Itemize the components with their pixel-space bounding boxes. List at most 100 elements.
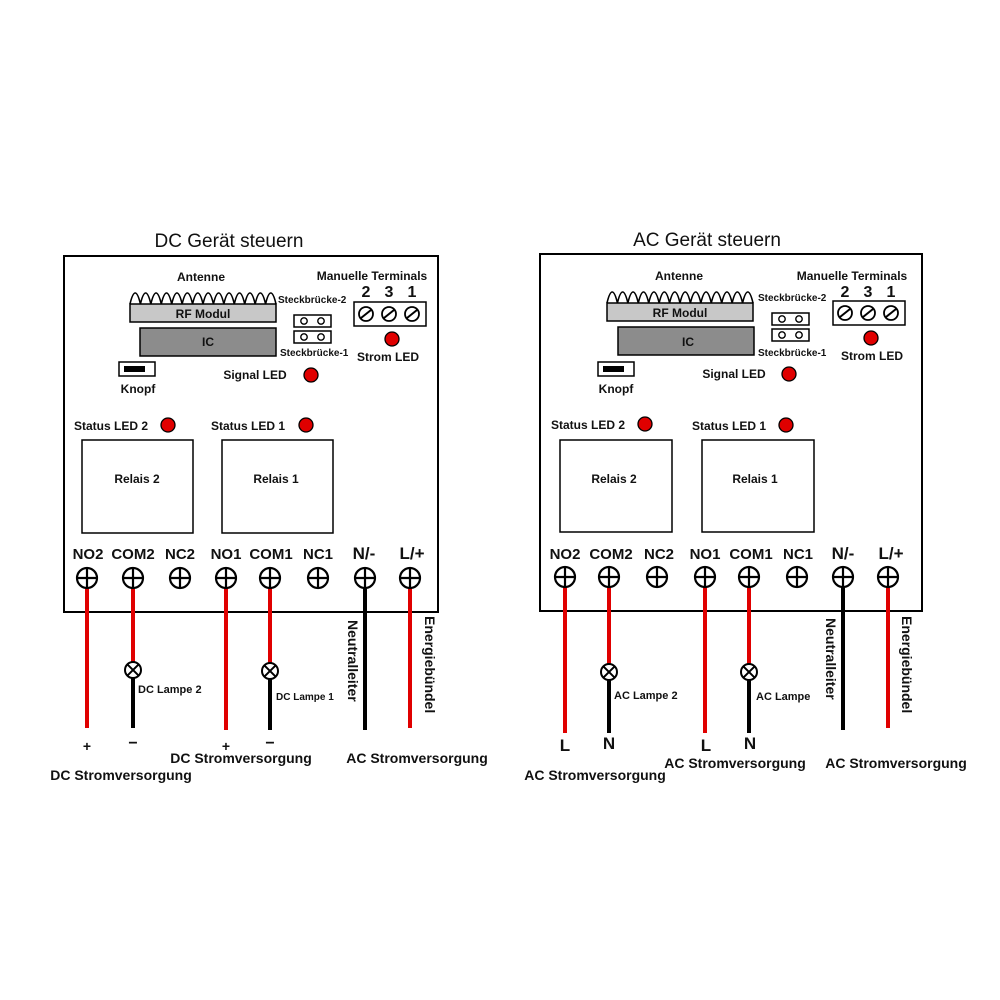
status-led1-icon (778, 417, 794, 433)
lamp1-label: DC Lampe 1 (276, 692, 334, 703)
terminal-number-2: 2 (841, 284, 850, 301)
terminal-label-l: L/+ (399, 544, 424, 563)
signal-led-icon (303, 367, 319, 383)
terminal-label-no2: NO2 (73, 546, 104, 563)
screw-terminal-icon[interactable] (214, 566, 238, 590)
screw-terminal-icon[interactable] (553, 565, 577, 589)
manual-screw-icon[interactable] (381, 306, 397, 322)
screw-terminal-icon[interactable] (306, 566, 330, 590)
lamp1-icon (740, 663, 758, 681)
ic-chip (139, 327, 277, 357)
manual-screw-icon[interactable] (883, 305, 899, 321)
lamp1-icon (261, 662, 279, 680)
terminal-label-com1: COM1 (249, 546, 292, 563)
screw-terminal-icon[interactable] (75, 566, 99, 590)
jumper2-label: Steckbrücke-2 (278, 295, 347, 306)
jumper1-icon[interactable] (771, 328, 810, 342)
screw-terminal-icon[interactable] (693, 565, 717, 589)
screw-terminal-icon[interactable] (876, 565, 900, 589)
screw-terminal-icon[interactable] (121, 566, 145, 590)
panel-title: DC Gerät steuern (155, 231, 304, 252)
terminal-label-no1: NO1 (690, 546, 721, 563)
ic-chip (617, 326, 755, 356)
terminal-label-com2: COM2 (111, 546, 154, 563)
relay1 (701, 439, 815, 533)
antenna-label: Antenne (655, 269, 703, 283)
relay2-label: Relais 2 (114, 472, 160, 486)
status-led2-label: Status LED 2 (74, 419, 148, 433)
jumper1-icon[interactable] (293, 330, 332, 344)
screw-terminal-icon[interactable] (645, 565, 669, 589)
antenna-label: Antenne (177, 270, 225, 284)
supply-label-mid: AC Stromversorgung (664, 755, 806, 771)
terminal-number-1: 1 (887, 284, 896, 301)
manual-terminals-label: Manuelle Terminals (317, 269, 428, 283)
manual-screw-icon[interactable] (837, 305, 853, 321)
button-icon[interactable] (597, 361, 635, 377)
supply-label-mid: DC Stromversorgung (170, 750, 312, 766)
rf-module (606, 302, 754, 322)
jumper2-icon[interactable] (293, 314, 332, 328)
manual-screw-icon[interactable] (860, 305, 876, 321)
jumper2-icon[interactable] (771, 312, 810, 326)
terminal-label-no1: NO1 (211, 546, 242, 563)
jumper1-label: Steckbrücke-1 (280, 348, 349, 359)
power-led-label: Strom LED (357, 350, 419, 364)
rf-module-label: RF Modul (653, 306, 708, 320)
ic-label: IC (682, 335, 694, 349)
line-label-2: L (701, 736, 711, 755)
terminal-label-n: N/- (832, 544, 855, 563)
lamp2-label: DC Lampe 2 (138, 684, 202, 696)
relay2 (559, 439, 673, 533)
energy-label: Energiebündel (422, 616, 438, 713)
relay2 (81, 439, 194, 534)
terminal-number-3: 3 (864, 284, 873, 301)
screw-terminal-icon[interactable] (831, 565, 855, 589)
supply-label-left: AC Stromversorgung (524, 767, 666, 783)
screw-terminal-icon[interactable] (398, 566, 422, 590)
terminal-label-n: N/- (353, 544, 376, 563)
screw-terminal-icon[interactable] (258, 566, 282, 590)
supply-label-left: DC Stromversorgung (50, 767, 192, 783)
lamp2-icon (600, 663, 618, 681)
button-label: Knopf (121, 382, 157, 396)
manual-screw-icon[interactable] (404, 306, 420, 322)
screw-terminal-icon[interactable] (353, 566, 377, 590)
status-led1-label: Status LED 1 (211, 419, 285, 433)
jumper1-label: Steckbrücke-1 (758, 348, 827, 359)
panel-ac: AC Gerät steuern Antenne RF Modul IC Ste… (524, 230, 967, 783)
neutral-label: Neutralleiter (345, 620, 361, 702)
terminal-label-nc2: NC2 (644, 546, 674, 563)
terminal-number-3: 3 (385, 284, 394, 301)
lamp1-label: AC Lampe (756, 691, 810, 703)
screw-terminal-icon[interactable] (168, 566, 192, 590)
power-led-label: Strom LED (841, 349, 903, 363)
terminal-number-2: 2 (362, 284, 371, 301)
status-led2-icon (637, 416, 653, 432)
manual-screw-icon[interactable] (358, 306, 374, 322)
supply-label-right: AC Stromversorgung (825, 755, 967, 771)
relay1-label: Relais 1 (253, 472, 299, 486)
lamp2-label: AC Lampe 2 (614, 690, 678, 702)
polarity-minus-1: − (128, 735, 137, 752)
lamp2-icon (124, 661, 142, 679)
terminal-label-nc1: NC1 (783, 546, 813, 563)
screw-terminal-icon[interactable] (785, 565, 809, 589)
status-led2-icon (160, 417, 176, 433)
line-label-1: L (560, 736, 570, 755)
screw-terminal-icon[interactable] (597, 565, 621, 589)
terminal-label-nc2: NC2 (165, 546, 195, 563)
terminal-label-com1: COM1 (729, 546, 772, 563)
relay1-label: Relais 1 (732, 472, 778, 486)
neutral-mark-1: N (603, 734, 615, 753)
jumper2-label: Steckbrücke-2 (758, 293, 827, 304)
rf-module-label: RF Modul (176, 307, 231, 321)
polarity-plus-2: + (222, 738, 230, 754)
neutral-label: Neutralleiter (823, 618, 839, 700)
button-icon[interactable] (118, 361, 156, 377)
rf-module (129, 303, 277, 323)
status-led1-icon (298, 417, 314, 433)
signal-led-label: Signal LED (702, 367, 766, 381)
screw-terminal-icon[interactable] (737, 565, 761, 589)
